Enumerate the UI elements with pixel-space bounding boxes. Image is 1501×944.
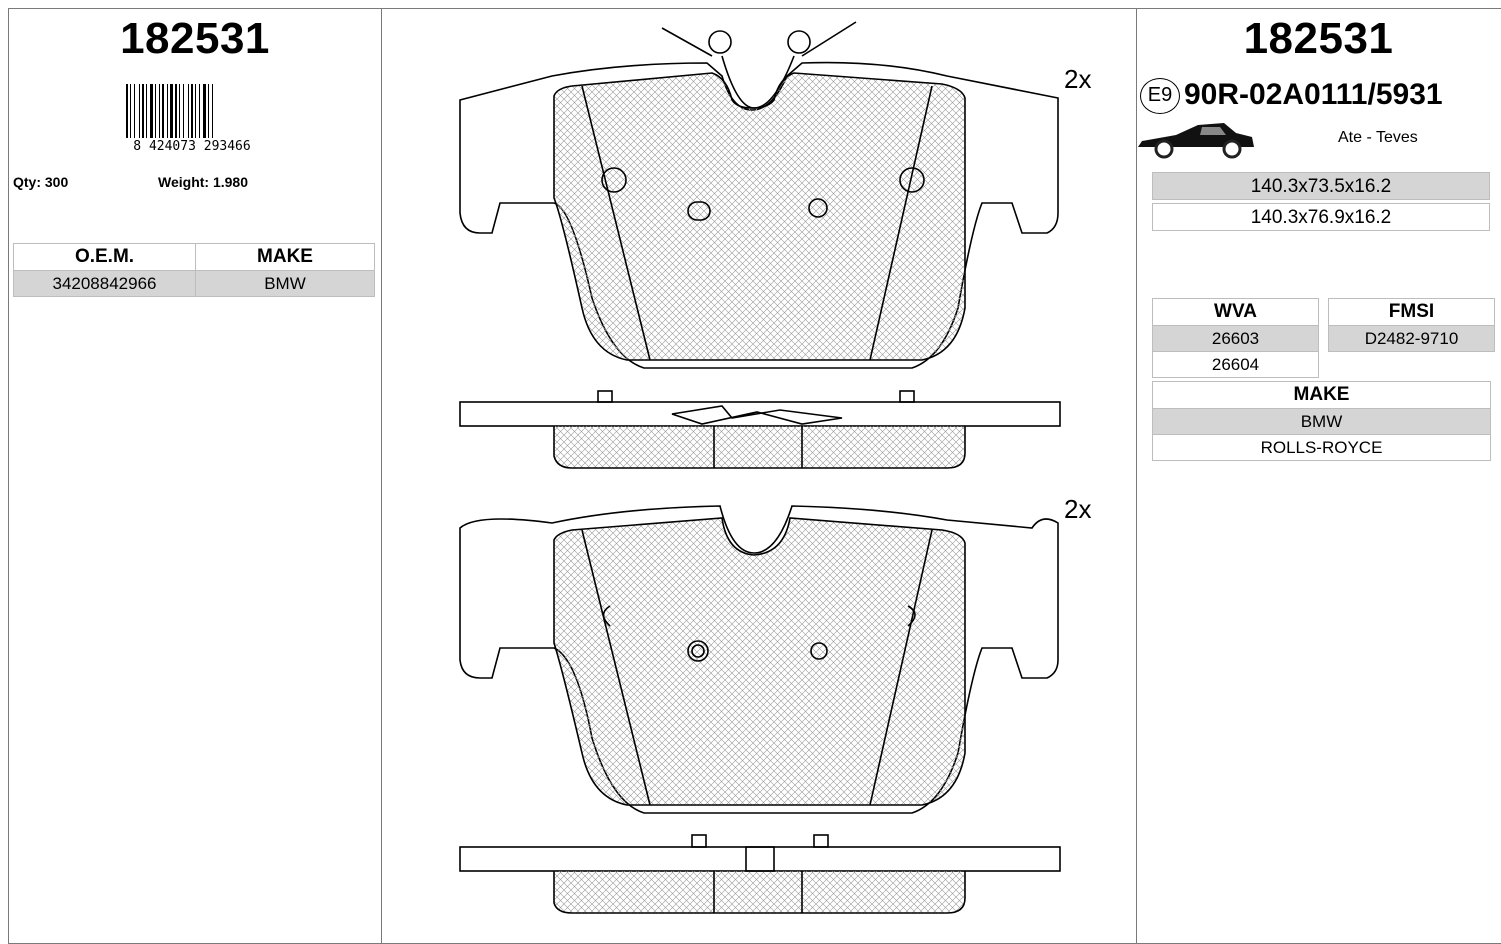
- top-pad-front-view: [459, 21, 1059, 369]
- barcode: 8 424073 293466: [126, 84, 251, 154]
- wva-table: WVA 26603 26604: [1152, 298, 1319, 378]
- quantity-label: Qty: 300: [13, 174, 69, 190]
- e-mark-icon: E9: [1140, 78, 1180, 114]
- car-icon: [1138, 123, 1254, 159]
- weight-label: Weight: 1.980: [158, 174, 248, 190]
- wva-value: 26604: [1152, 351, 1319, 378]
- dimension-row: 140.3x76.9x16.2: [1152, 203, 1490, 231]
- brand-label: Ate - Teves: [1338, 129, 1418, 146]
- fmsi-table: FMSI D2482-9710: [1328, 298, 1495, 352]
- homologation-code: 90R-02A0111/5931: [1184, 78, 1443, 111]
- fmsi-value: D2482-9710: [1328, 325, 1495, 352]
- part-number-title-right: 182531: [1243, 14, 1394, 63]
- bottom-pad-side-view: [459, 834, 1061, 914]
- top-quantity-note: 2x: [1064, 64, 1092, 94]
- oem-table: O.E.M. MAKE 34208842966 BMW: [13, 243, 375, 297]
- oem-number: 34208842966: [13, 270, 196, 297]
- oem-header: O.E.M.: [13, 243, 196, 271]
- dimension-row: 140.3x73.5x16.2: [1152, 172, 1490, 200]
- fmsi-header: FMSI: [1328, 298, 1495, 326]
- wva-value: 26603: [1152, 325, 1319, 352]
- bottom-pad-front-view: [459, 505, 1059, 814]
- part-number-title: 182531: [120, 14, 270, 63]
- brake-pad-drawing: [459, 21, 1061, 914]
- make-header-right: MAKE: [1152, 381, 1491, 409]
- make-table: MAKE BMW ROLLS-ROYCE: [1152, 381, 1491, 461]
- wva-header: WVA: [1152, 298, 1319, 326]
- bottom-quantity-note: 2x: [1064, 494, 1092, 524]
- barcode-number: 8 424073 293466: [133, 139, 250, 154]
- make-value: BMW: [1152, 408, 1491, 435]
- make-value: ROLLS-ROYCE: [1152, 434, 1491, 461]
- oem-make: BMW: [195, 270, 375, 297]
- make-header: MAKE: [195, 243, 375, 271]
- top-pad-side-view: [459, 390, 1061, 469]
